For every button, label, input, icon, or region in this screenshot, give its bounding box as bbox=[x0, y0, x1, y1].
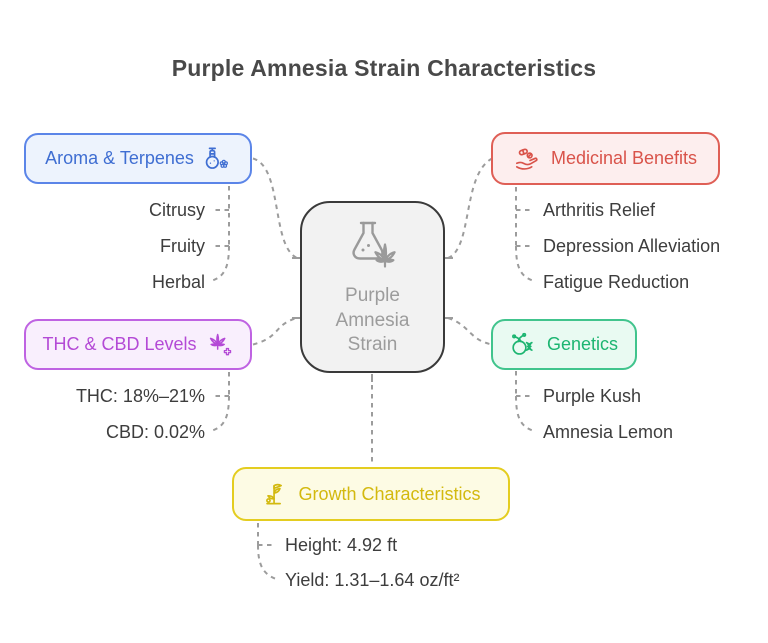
cannabis-plus-icon bbox=[206, 331, 234, 359]
item-fruity: Fruity bbox=[160, 236, 205, 256]
item-arthritis-relief: Arthritis Relief bbox=[543, 200, 656, 220]
diagram-title: Purple Amnesia Strain Characteristics bbox=[171, 55, 597, 81]
branch-aroma-terpenes-label: Aroma & Terpenes bbox=[45, 148, 194, 168]
branch-genetics: Genetics bbox=[491, 319, 637, 370]
center-node-label: Purple Amnesia Strain bbox=[335, 285, 410, 355]
branch-medicinal-benefits: Medicinal Benefits bbox=[491, 132, 720, 185]
branch-growth-characteristics: Growth Characteristics bbox=[232, 467, 510, 521]
branch-thc-cbd-levels: THC & CBD Levels bbox=[24, 319, 252, 370]
item-fatigue-reduction: Fatigue Reduction bbox=[543, 272, 690, 292]
item-citrusy: Citrusy bbox=[148, 200, 205, 220]
fruit-dna-icon bbox=[510, 331, 538, 359]
branch-aroma-terpenes: Aroma & Terpenes bbox=[24, 133, 252, 184]
perfume-bottle-icon bbox=[203, 145, 231, 173]
item-thc-level: THC: 18%–21% bbox=[75, 386, 205, 406]
hand-pills-icon bbox=[514, 145, 542, 173]
item-height: Height: 4.92 ft bbox=[285, 535, 398, 555]
item-herbal: Herbal bbox=[151, 272, 205, 292]
item-depression-alleviation: Depression Alleviation bbox=[543, 236, 721, 256]
branch-growth-characteristics-label: Growth Characteristics bbox=[298, 483, 481, 504]
item-amnesia-lemon: Amnesia Lemon bbox=[543, 422, 674, 442]
item-yield: Yield: 1.31–1.64 oz/ft² bbox=[285, 570, 460, 590]
item-purple-kush: Purple Kush bbox=[543, 386, 642, 406]
branch-medicinal-benefits-label: Medicinal Benefits bbox=[550, 148, 698, 168]
plant-growth-icon bbox=[261, 480, 289, 508]
branch-thc-cbd-levels-label: THC & CBD Levels bbox=[42, 334, 197, 354]
flask-cannabis-icon bbox=[341, 217, 405, 274]
branch-genetics-label: Genetics bbox=[546, 334, 619, 354]
item-cbd-level: CBD: 0.02% bbox=[105, 422, 205, 442]
center-node-purple-amnesia-strain: Purple Amnesia Strain bbox=[300, 201, 445, 373]
